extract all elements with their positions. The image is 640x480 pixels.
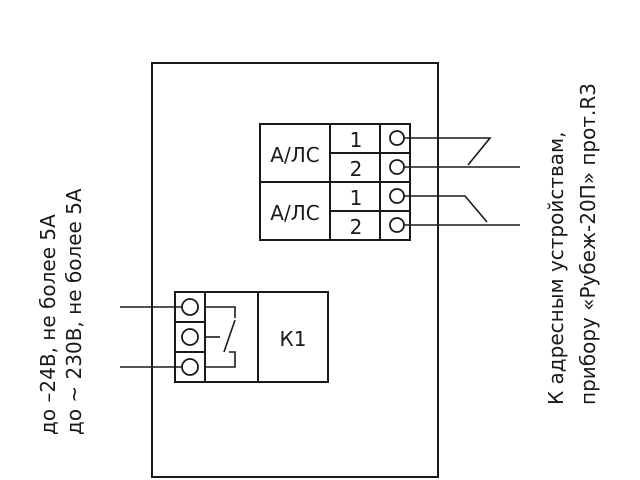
module-b-terminal-2 — [389, 217, 405, 233]
left-note: до –24В, не более 5А до ~ 230В, не более… — [36, 188, 86, 435]
relay-contact-symbol — [205, 306, 236, 318]
relay-k1: К1 — [174, 291, 329, 383]
module-a: А/ЛС 1 2 — [259, 123, 411, 183]
module-b-label: А/ЛС — [270, 201, 319, 225]
addressable-line-wiring — [404, 137, 520, 226]
module-a-terminal-1 — [389, 130, 405, 146]
left-note-line1: до –24В, не более 5А — [36, 214, 60, 435]
relay-k1-label: К1 — [280, 327, 307, 351]
module-a-pin1-label: 1 — [350, 128, 363, 152]
power-leads — [120, 306, 182, 368]
relay-terminal-top — [181, 298, 199, 316]
right-note-line1: К адресным устройствам, — [544, 132, 568, 406]
module-a-label: А/ЛС — [270, 143, 319, 167]
right-note: К адресным устройствам, прибору «Рубеж-2… — [544, 83, 600, 405]
module-a-terminal-2 — [389, 159, 405, 175]
module-b: А/ЛС 1 2 — [259, 181, 411, 241]
device-enclosure — [151, 62, 439, 478]
module-b-pin2-label: 2 — [350, 215, 363, 239]
module-b-pin1-label: 1 — [350, 186, 363, 210]
module-b-terminal-1 — [389, 188, 405, 204]
left-note-line2: до ~ 230В, не более 5А — [62, 188, 86, 435]
module-a-pin2-label: 2 — [350, 157, 363, 181]
relay-terminal-bottom — [181, 358, 199, 376]
right-note-line2: прибору «Рубеж-20П» прот.R3 — [576, 83, 600, 405]
relay-terminal-middle — [181, 328, 199, 346]
